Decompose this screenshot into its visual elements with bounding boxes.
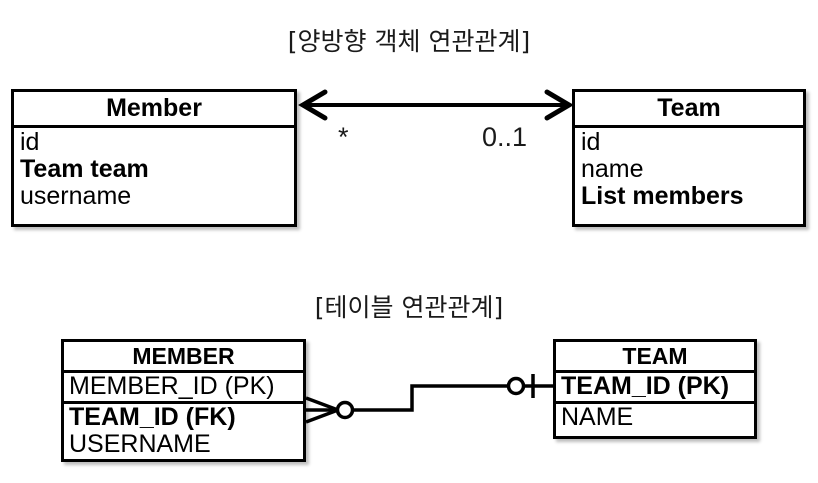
arrowhead-left-icon [298, 89, 328, 121]
er-table-member-pk-section: MEMBER_ID (PK) [64, 372, 303, 404]
uml-class-member: Member id Team team username [11, 89, 297, 227]
er-column: TEAM_ID (FK) [69, 402, 236, 431]
uml-field: List members [581, 181, 744, 210]
crows-foot-many-icon [305, 396, 339, 424]
table-association-title: [테이블 연관관계] [314, 293, 504, 322]
object-association-title: [양방향 객체 연관관계] [287, 27, 531, 56]
er-table-team-column-section: NAME [556, 402, 754, 432]
cardinality-zero-circle-member-icon [335, 400, 355, 420]
er-table-team-pk-section: TEAM_ID (PK) [556, 372, 754, 404]
cardinality-zero-circle-team-icon [506, 376, 526, 396]
er-table-member-column-section: TEAM_ID (FK) USERNAME [64, 402, 303, 459]
er-column: MEMBER_ID (PK) [69, 372, 275, 400]
er-column: USERNAME [69, 430, 211, 458]
uml-field: Team team [20, 154, 149, 183]
uml-field: username [20, 181, 132, 210]
relationship-line [350, 384, 553, 412]
multiplicity-label-right: 0..1 [482, 122, 528, 152]
uml-field: name [581, 154, 644, 183]
er-column: NAME [561, 402, 634, 431]
multiplicity-label-left: * [338, 122, 349, 152]
uml-class-member-fields: id Team team username [14, 128, 294, 209]
uml-class-team-name: Team [575, 92, 803, 128]
uml-field: id [20, 128, 40, 156]
uml-association-arrow [298, 89, 574, 121]
er-column: TEAM_ID (PK) [561, 372, 730, 400]
uml-class-member-name: Member [14, 92, 294, 128]
er-table-team: TEAM TEAM_ID (PK) NAME [553, 339, 757, 439]
arrowhead-right-icon [544, 89, 574, 121]
er-table-member: MEMBER MEMBER_ID (PK) TEAM_ID (FK) USERN… [61, 339, 306, 462]
er-table-member-name: MEMBER [64, 342, 303, 373]
uml-field: id [581, 128, 601, 156]
er-table-team-name: TEAM [556, 342, 754, 373]
er-relationship-connector [305, 374, 553, 424]
uml-class-team-fields: id name List members [575, 128, 803, 209]
uml-class-team: Team id name List members [572, 89, 806, 227]
